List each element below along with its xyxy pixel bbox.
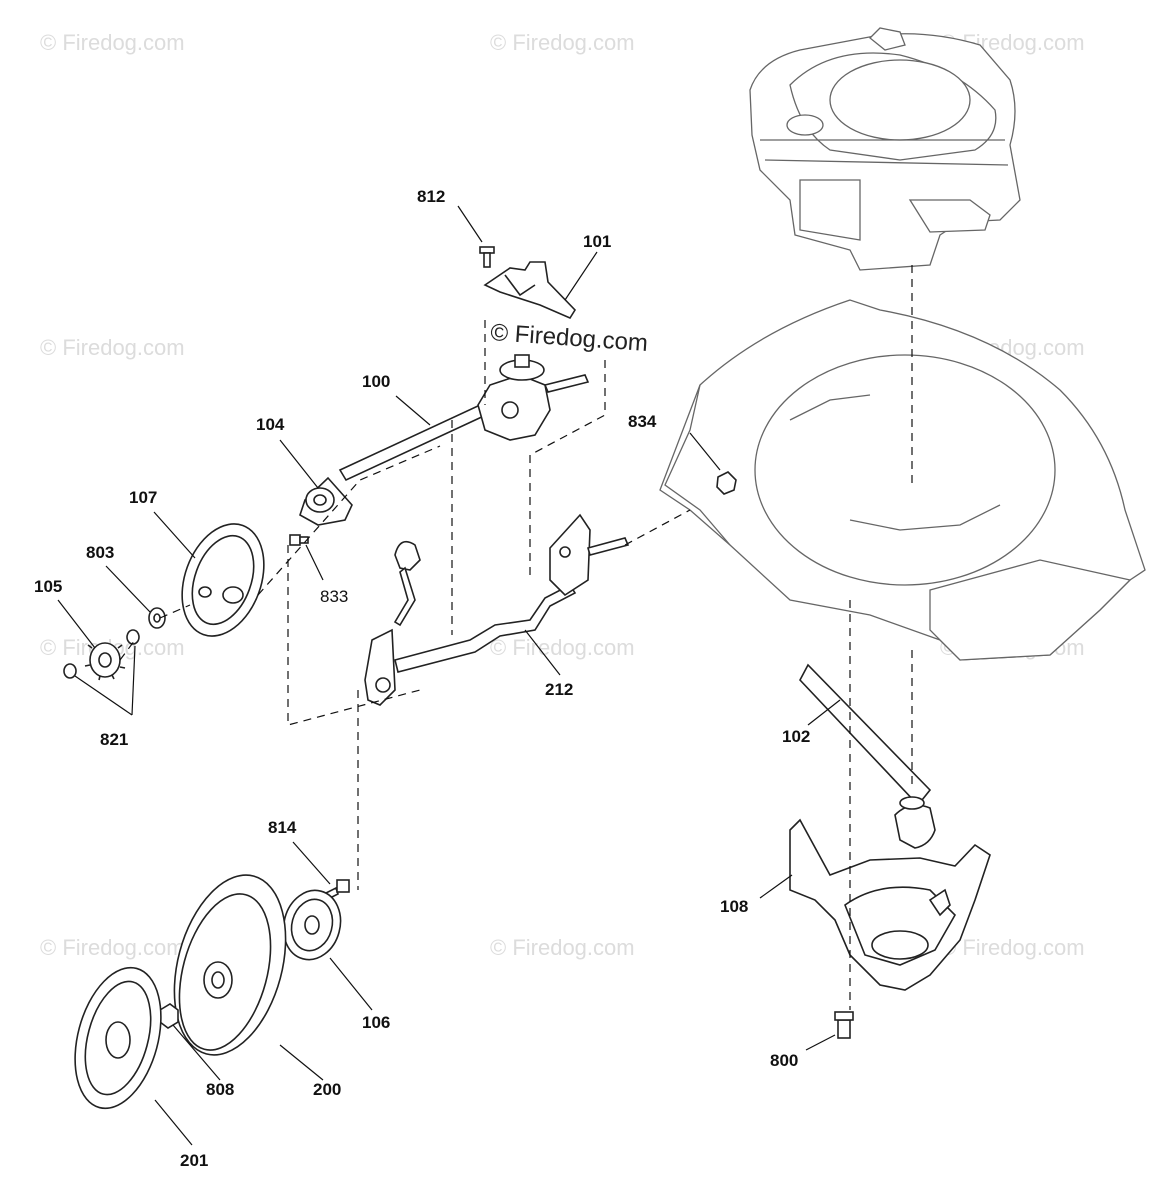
- label-102: 102: [782, 727, 810, 746]
- label-821: 821: [100, 730, 128, 749]
- watermark-top-center: © Firedog.com: [490, 30, 635, 55]
- label-200: 200: [313, 1080, 341, 1099]
- watermark-top-left: © Firedog.com: [40, 30, 185, 55]
- label-834: 834: [628, 412, 657, 431]
- label-808: 808: [206, 1080, 234, 1099]
- pulley-107-drawing: [181, 523, 265, 637]
- watermark-row3-center: © Firedog.com: [490, 635, 635, 660]
- bracket-101-drawing: [483, 261, 577, 320]
- wheel-200-drawing: [173, 874, 287, 1056]
- bolt-800-drawing: [834, 1011, 854, 1039]
- label-803: 803: [86, 543, 114, 562]
- label-212: 212: [545, 680, 573, 699]
- gear-105-drawing: [84, 642, 126, 681]
- leader-lines: [57, 205, 841, 1146]
- hubcap-201-drawing: [74, 966, 162, 1110]
- engine-drawing: [749, 27, 1021, 271]
- screw-833-drawing: [289, 534, 309, 546]
- label-101: 101: [583, 232, 611, 251]
- transmission-drawing: [338, 354, 590, 482]
- watermark-row4-left: © Firedog.com: [40, 935, 185, 960]
- label-814: 814: [268, 818, 297, 837]
- bearing-104-drawing: [299, 476, 353, 526]
- rings-821-drawing: [63, 629, 140, 679]
- blade-drawing: [799, 663, 936, 849]
- label-201: 201: [180, 1151, 208, 1170]
- nut-834-drawing: [716, 471, 737, 495]
- label-105: 105: [34, 577, 62, 596]
- lever-212-drawing: [364, 513, 630, 706]
- label-100: 100: [362, 372, 390, 391]
- deck-drawing: [659, 299, 1146, 661]
- label-800: 800: [770, 1051, 798, 1070]
- watermark-row4-right: © Firedog.com: [940, 935, 1085, 960]
- watermark-center-prominent: © Firedog.com: [490, 319, 649, 357]
- screw-812-drawing: [479, 246, 495, 268]
- watermark-row4-center: © Firedog.com: [490, 935, 635, 960]
- label-106: 106: [362, 1013, 390, 1032]
- label-107: 107: [129, 488, 157, 507]
- label-108: 108: [720, 897, 748, 916]
- label-833: 833: [320, 587, 348, 606]
- label-812: 812: [417, 187, 445, 206]
- watermark-mid-left: © Firedog.com: [40, 335, 185, 360]
- gear-106-drawing: [282, 889, 342, 961]
- assembly-lines: [119, 265, 913, 1010]
- nut-808-drawing: [159, 1003, 179, 1029]
- part-labels: 812 101 100 104 834 107 803 105 833 212 …: [34, 187, 810, 1170]
- washer-803-drawing: [148, 607, 166, 629]
- label-104: 104: [256, 415, 285, 434]
- baffle-drawing: [789, 818, 991, 991]
